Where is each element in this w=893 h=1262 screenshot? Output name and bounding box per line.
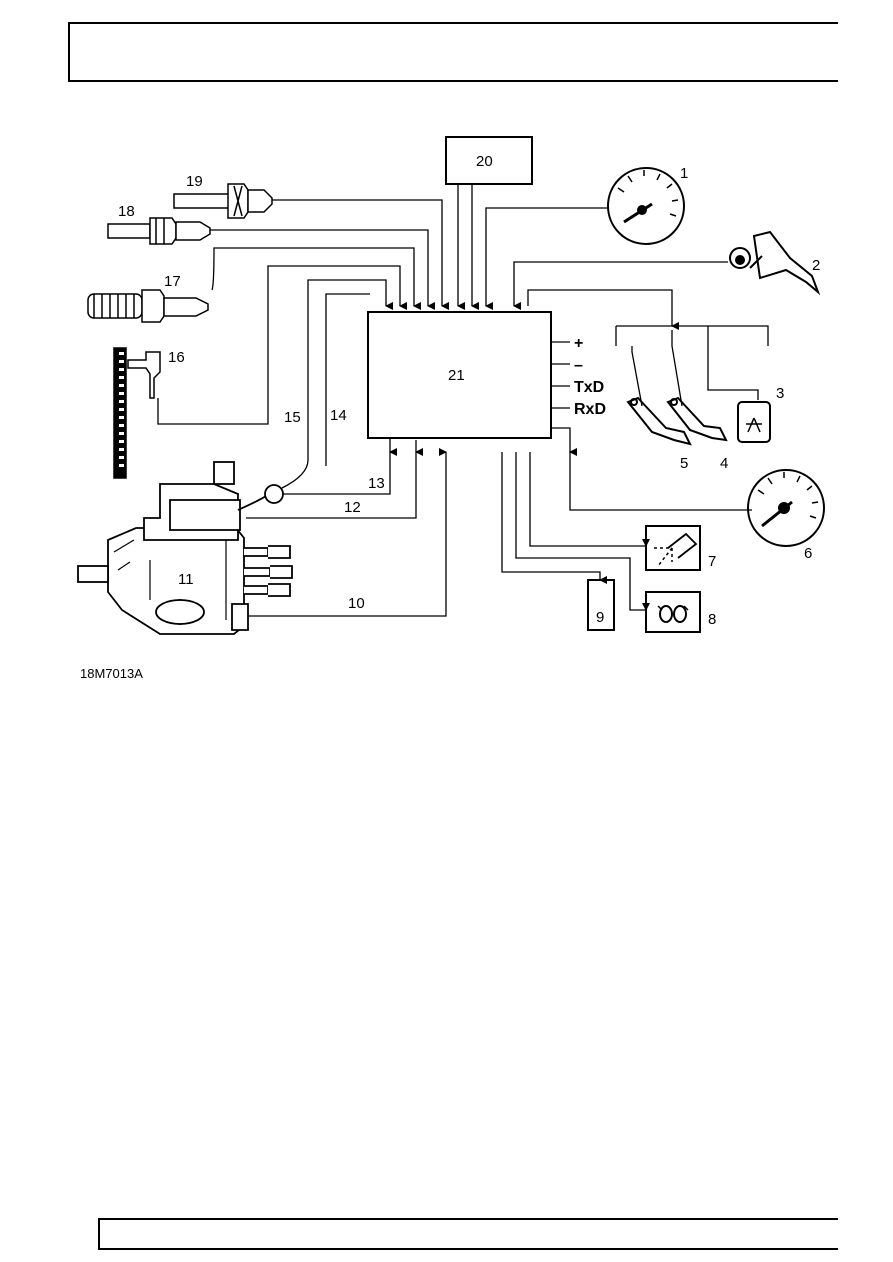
wire-10: [244, 448, 447, 617]
callout-1: 1: [680, 165, 688, 182]
callout-7: 7: [708, 553, 716, 570]
terminal-plus: +: [574, 335, 583, 352]
wire-14: [281, 279, 393, 489]
page-header-frame: [68, 22, 838, 82]
callout-11: 11: [178, 571, 194, 588]
wire-3-5: [527, 289, 679, 330]
sensor-17-icon: [87, 289, 209, 323]
wire-19: [270, 199, 449, 310]
component-7-icon: [645, 525, 701, 571]
callout-18: 18: [118, 203, 135, 220]
wire-13: [282, 438, 390, 495]
fuel-system-diagram: 1 2 3 4 5 6 7 8 9 10 11 12 13 14 15 16 1…: [77, 136, 825, 635]
wire-6: [551, 427, 752, 511]
terminal-minus: –: [574, 357, 583, 374]
callout-4: 4: [720, 455, 728, 472]
callout-3: 3: [776, 385, 784, 402]
callout-12: 12: [344, 499, 361, 516]
callout-2: 2: [812, 257, 820, 274]
callout-17: 17: [164, 273, 181, 290]
wire-1: [485, 207, 608, 310]
sensor-19-icon: [173, 183, 273, 219]
terminal-txd: TxD: [574, 379, 604, 396]
page-footer-frame: [98, 1218, 838, 1250]
figure-code: 18M7013A: [80, 666, 143, 681]
switch-5-wire: [631, 346, 643, 407]
wire-9: [501, 452, 607, 584]
clutch-pedal-4-icon: [666, 396, 728, 442]
callout-6: 6: [804, 545, 812, 562]
injection-pump-11-icon: [77, 461, 293, 635]
callout-13: 13: [368, 475, 385, 492]
callout-20: 20: [476, 153, 493, 170]
gauge-6-icon: [747, 469, 825, 547]
wire-2: [513, 261, 728, 310]
callout-19: 19: [186, 173, 203, 190]
callout-14: 14: [330, 407, 347, 424]
wire-12: [246, 440, 416, 519]
glow-plug-8-icon: [645, 591, 701, 633]
component-9-box: [587, 579, 615, 631]
wire-7: [529, 452, 650, 547]
callout-labels: 1 2 3 4 5 6 7 8 9 10 11 12 13 14 15 16 1…: [118, 153, 820, 628]
callout-8: 8: [708, 611, 716, 628]
component-20-box: [445, 136, 533, 185]
wire-15: [157, 265, 407, 425]
flywheel-sensor-16-icon: [113, 347, 161, 479]
callout-16: 16: [168, 349, 185, 366]
switch-4-wire: [671, 330, 683, 407]
brake-pedal-5-icon: [626, 396, 692, 446]
callout-15: 15: [284, 409, 301, 426]
ecu-box: [367, 311, 552, 439]
sensor-18-icon: [107, 217, 211, 245]
callout-9: 9: [596, 609, 604, 626]
callout-5: 5: [680, 455, 688, 472]
ecu-label: 21: [448, 367, 465, 384]
terminal-rxd: RxD: [574, 401, 606, 418]
wire-8: [515, 452, 650, 611]
wire-17: [211, 247, 421, 310]
callout-10: 10: [348, 595, 365, 612]
gauge-1-icon: [607, 167, 685, 245]
wire-18: [210, 229, 435, 310]
wire-14b: [325, 293, 370, 466]
cruise-switch-3-icon: [737, 401, 771, 443]
switch-rail: [615, 325, 769, 400]
pedal-sensor-2-icon: [729, 230, 821, 296]
